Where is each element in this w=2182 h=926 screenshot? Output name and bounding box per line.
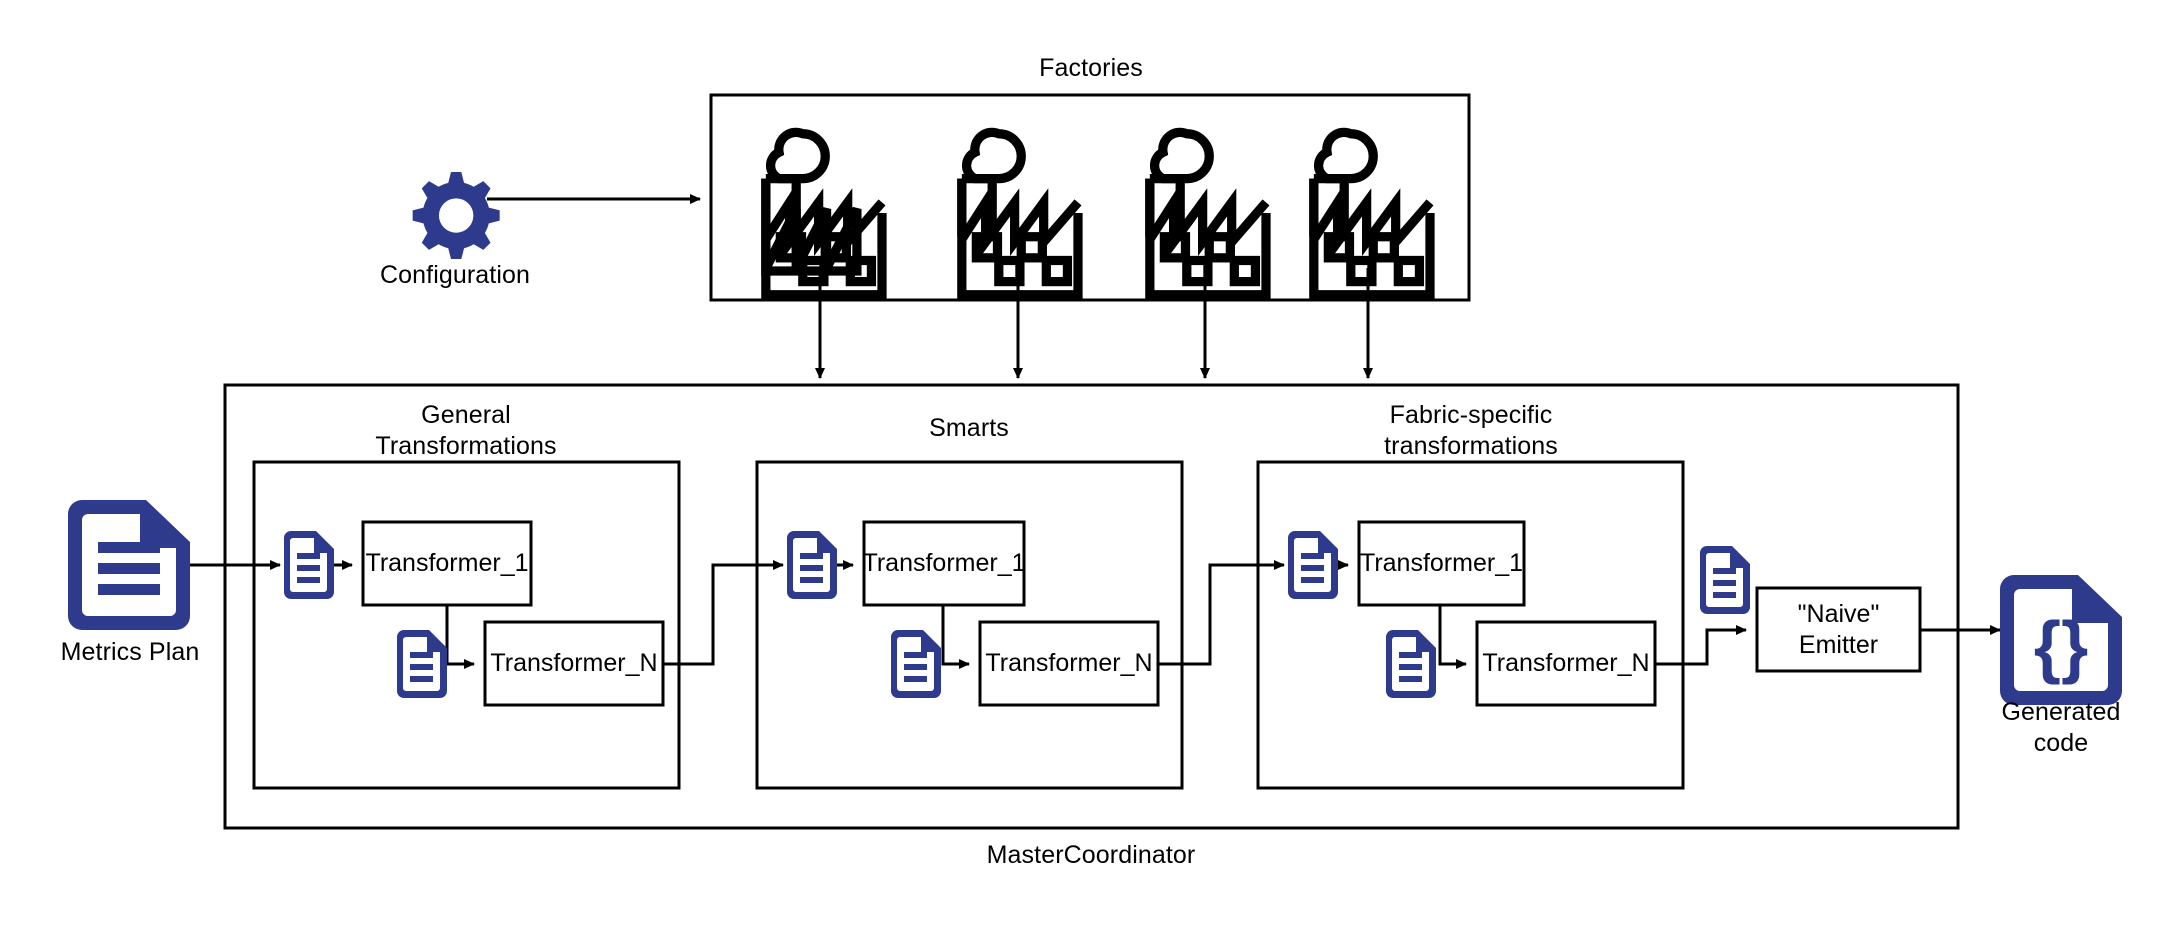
group-label-general-transformations: General Transformations	[375, 401, 557, 460]
group-box-fabric-specific	[1256, 460, 1685, 790]
transformer-box-1-n	[483, 620, 665, 707]
edge-g3-t1-to-tn	[1438, 605, 1467, 669]
factory-icon-4	[1309, 127, 1435, 300]
group-label-fabric-specific: Fabric-specific transformations	[1384, 401, 1558, 460]
naive-emitter-box	[1755, 586, 1922, 673]
edge-g3-to-emitter	[1655, 625, 1747, 666]
transformer-label-3-n: Transformer_N	[1482, 649, 1650, 678]
naive-emitter-label: "Naive" Emitter	[1797, 600, 1880, 659]
edge-g2-to-g3	[1158, 560, 1285, 666]
edge-g1-to-g2	[663, 560, 784, 666]
transformer-box-2-1	[862, 520, 1026, 607]
document-icon-g1-a	[284, 531, 334, 599]
transformer-box-1-1	[361, 520, 533, 607]
master-coordinator-box	[223, 383, 1960, 830]
gear-icon	[412, 172, 500, 260]
group-label-smarts: Smarts	[929, 414, 1009, 442]
transformer-box-3-1	[1357, 520, 1526, 607]
transformer-label-3-1: Transformer_1	[1359, 549, 1523, 578]
transformer-label-1-n: Transformer_N	[490, 649, 658, 678]
code-document-icon: {}	[2000, 575, 2122, 705]
edge-g2-t1-to-tn	[941, 605, 970, 669]
edge-g1-t1-to-tn	[445, 605, 475, 669]
metrics-plan-label: Metrics Plan	[60, 638, 200, 666]
factory-icon-2	[957, 127, 1083, 300]
factory-icon-3	[1145, 127, 1271, 300]
factories-container-box	[709, 93, 1471, 302]
document-icon-metrics-plan	[68, 500, 190, 630]
factory-icon-1	[761, 127, 887, 300]
configuration-label: Configuration	[379, 261, 530, 289]
document-icon-g2-b	[891, 630, 941, 698]
document-icon-emitter	[1700, 546, 1750, 614]
document-icon-g1-b	[397, 630, 447, 698]
group-box-smarts	[755, 460, 1184, 790]
master-coordinator-label: MasterCoordinator	[986, 841, 1196, 869]
transformer-box-3-n	[1475, 620, 1657, 707]
svg-text:{}: {}	[2034, 607, 2088, 685]
transformer-label-2-n: Transformer_N	[985, 649, 1153, 678]
group-box-general-transformations	[252, 460, 681, 790]
factories-title: Factories	[1039, 54, 1143, 82]
document-icon-g3-b	[1386, 630, 1436, 698]
document-icon-g3-a	[1288, 531, 1338, 599]
document-icon-g2-a	[787, 531, 837, 599]
transformer-label-2-1: Transformer_1	[862, 549, 1026, 578]
transformer-label-1-1: Transformer_1	[365, 549, 529, 578]
generated-code-label: Generated code	[2001, 698, 2121, 757]
